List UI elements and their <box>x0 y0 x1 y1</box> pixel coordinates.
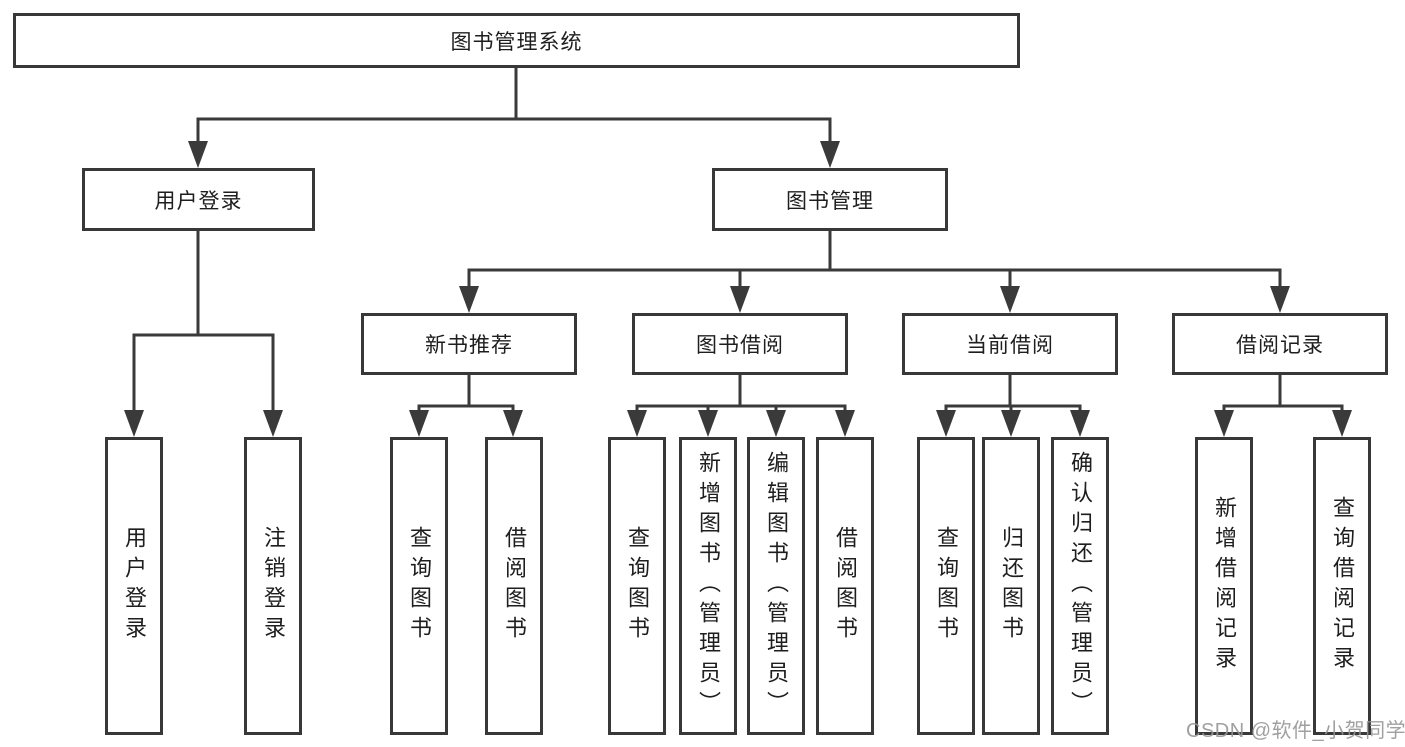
arrow-down-icon <box>409 410 429 437</box>
leaf-edit-book-admin: 编辑图书（管理员） <box>747 437 805 735</box>
arrow-down-icon <box>698 410 718 437</box>
leaf-label: 新增图书（管理员） <box>696 451 721 721</box>
connector-new-book-to-leaves <box>417 375 515 414</box>
connector-book-management-to-level3 <box>467 231 1282 290</box>
leaf-label: 查询图书 <box>407 526 432 646</box>
node-label: 图书管理 <box>786 189 874 213</box>
arrow-down-icon <box>1270 286 1290 313</box>
leaf-query-books-2: 查询图书 <box>608 437 666 735</box>
leaf-borrow-books-2: 借阅图书 <box>816 437 874 735</box>
arrow-down-icon <box>835 410 855 437</box>
leaf-confirm-return-admin: 确认归还（管理员） <box>1051 437 1109 735</box>
leaf-borrow-books-1: 借阅图书 <box>485 437 543 735</box>
leaf-label: 借阅图书 <box>502 526 527 646</box>
leaf-query-books-1: 查询图书 <box>390 437 448 735</box>
leaf-add-borrow-record: 新增借阅记录 <box>1195 437 1253 735</box>
node-label: 用户登录 <box>154 189 243 213</box>
arrow-down-icon <box>1214 410 1234 437</box>
leaf-query-borrow-record: 查询借阅记录 <box>1313 437 1371 735</box>
node-user-login: 用户登录 <box>82 168 315 231</box>
leaf-label: 编辑图书（管理员） <box>764 451 789 721</box>
leaf-user-login: 用户登录 <box>105 437 163 735</box>
node-new-book-recommend: 新书推荐 <box>361 313 577 375</box>
arrow-down-icon <box>766 410 786 437</box>
leaf-query-books-3: 查询图书 <box>917 437 975 735</box>
arrow-down-icon <box>263 410 283 437</box>
leaf-label: 查询图书 <box>625 526 650 646</box>
leaf-label: 查询借阅记录 <box>1330 496 1355 676</box>
arrow-down-icon <box>124 410 144 437</box>
connector-user-login-to-leaves <box>132 231 275 414</box>
leaf-label: 借阅图书 <box>833 526 858 646</box>
node-borrow-records: 借阅记录 <box>1172 313 1388 375</box>
leaf-label: 新增借阅记录 <box>1212 496 1237 676</box>
leaf-label: 归还图书 <box>999 526 1024 646</box>
leaf-logout: 注销登录 <box>244 437 302 735</box>
arrow-down-icon <box>1332 410 1352 437</box>
leaf-add-book-admin: 新增图书（管理员） <box>679 437 737 735</box>
leaf-label: 确认归还（管理员） <box>1068 451 1093 721</box>
arrow-down-icon <box>936 410 956 437</box>
arrow-down-icon <box>459 286 479 313</box>
leaf-label: 注销登录 <box>261 526 286 646</box>
arrow-down-icon <box>1001 410 1021 437</box>
connector-book-borrow-to-leaves <box>635 375 847 414</box>
watermark-text: CSDN @软件_小贺同学 <box>1186 720 1405 742</box>
node-current-borrow: 当前借阅 <box>902 313 1118 375</box>
arrow-down-icon <box>1000 286 1020 313</box>
connector-borrow-records-to-leaves <box>1222 375 1344 414</box>
node-label: 图书管理系统 <box>450 30 583 54</box>
connector-current-borrow-to-leaves <box>944 375 1082 414</box>
node-root-system: 图书管理系统 <box>13 13 1020 68</box>
node-label: 新书推荐 <box>425 334 513 357</box>
arrow-down-icon <box>188 141 208 168</box>
node-label: 图书借阅 <box>696 334 784 357</box>
arrow-down-icon <box>627 410 647 437</box>
leaf-label: 查询图书 <box>934 526 959 646</box>
node-book-management: 图书管理 <box>712 168 948 231</box>
arrow-down-icon <box>820 141 840 168</box>
arrow-down-icon <box>1070 410 1090 437</box>
leaf-label: 用户登录 <box>122 526 147 646</box>
leaf-return-book: 归还图书 <box>982 437 1040 735</box>
node-book-borrow: 图书借阅 <box>632 313 848 375</box>
node-label: 借阅记录 <box>1236 334 1324 357</box>
connector-root-to-level2 <box>196 68 832 146</box>
arrow-down-icon <box>730 286 750 313</box>
arrow-down-icon <box>503 410 523 437</box>
node-label: 当前借阅 <box>966 334 1054 357</box>
